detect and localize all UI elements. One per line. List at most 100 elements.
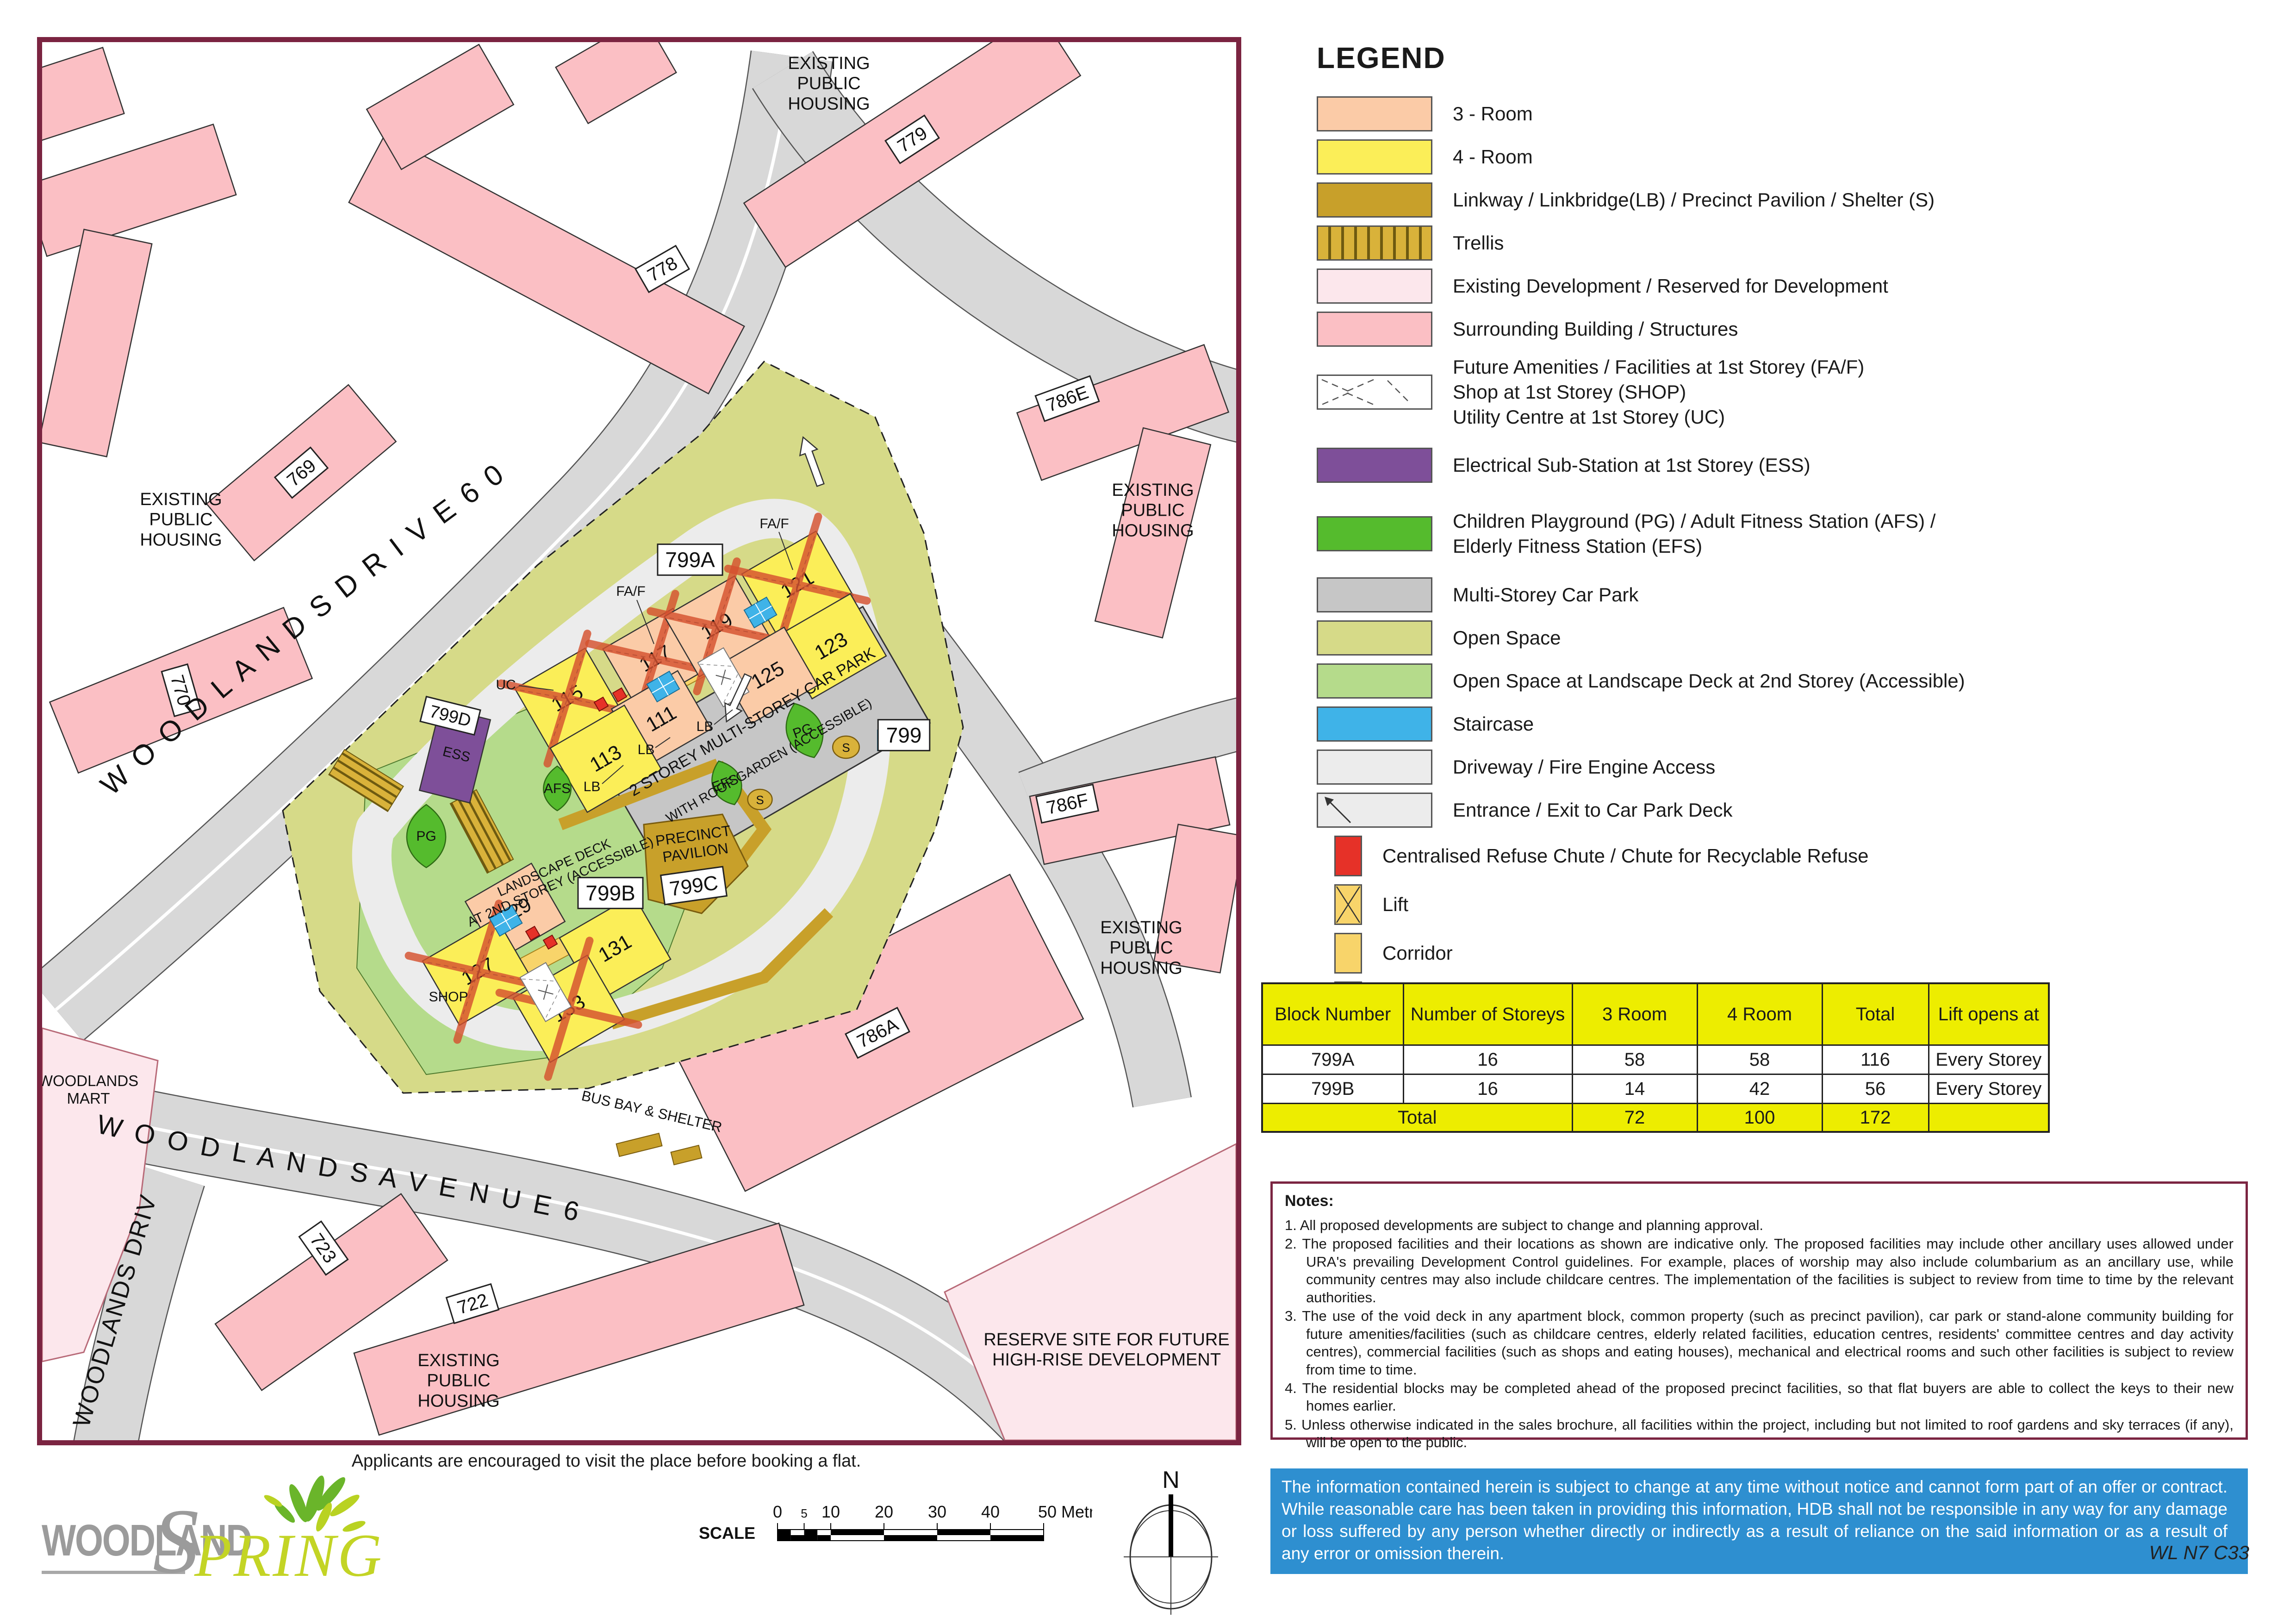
north-arrow-graphic: N [1124,1467,1218,1615]
logo-leaves-icon [264,1475,366,1532]
corridor-swatch-icon [1334,932,1362,974]
scale-tick-label: 10 [821,1502,840,1521]
table-cell: 14 [1571,1074,1698,1104]
legend-label: Electrical Sub-Station at 1st Storey (ES… [1453,454,1811,476]
scale-tick-label: 20 [875,1502,893,1521]
scale-tick-label: 30 [928,1502,946,1521]
legend-item-corridor: Corridor [1317,932,2270,974]
stack-113: 113 [549,704,662,813]
table-cell: 56 [1821,1074,1929,1104]
block-number-box: 799A [657,543,723,576]
leader-line [518,685,554,691]
legend-label: Linkway / Linkbridge(LB) / Precinct Pavi… [1453,189,1935,211]
leader-line [602,765,624,784]
area-label: UC [496,677,516,693]
woodlands-drive-61 [75,1167,204,1440]
table-cell: 58 [1696,1044,1823,1075]
table-cell: 116 [1821,1044,1929,1075]
area-label: LB [638,742,655,757]
table-cell: Every Storey [1928,1044,2050,1075]
legend-item-room4: 4 - Room [1317,139,2270,175]
pg-area [785,703,824,758]
scale-tick-label: 50 Metres [1038,1502,1092,1521]
logo-spring-text: PRING [194,1521,384,1589]
staircase [743,596,778,629]
building-786E [1016,344,1230,481]
legend-label: Staircase [1453,712,1534,735]
linkway [558,758,720,831]
pg-area [406,804,447,868]
legend-label: Trellis [1453,232,1504,254]
linkway [610,908,834,1030]
legend-label: Corridor [1382,942,1453,964]
block-number: 799A [665,548,715,572]
block-number-box: 770 [161,663,201,718]
table-header: 3 Room [1571,982,1698,1046]
openspace-swatch-icon [1317,620,1432,656]
note-item: 3. The use of the void deck in any apart… [1285,1308,2234,1378]
refuse-chute [525,925,541,941]
block-number-box: 799C [660,866,728,906]
refuse-chute [612,687,628,703]
leader-line [778,531,793,570]
legend-item-stair: Staircase [1317,706,2270,742]
building-block [42,123,237,257]
notes-box: Notes: 1. All proposed developments are … [1270,1181,2248,1450]
green-swatch-icon [1317,516,1432,551]
refuse-chute [593,696,609,712]
stack-125: 125 [717,626,819,725]
site-plan-map: 115117119121123125111113129131127133PGAF… [37,37,1241,1445]
building-block [42,229,153,457]
staircase [646,670,680,703]
legend-item-linkway: Linkway / Linkbridge(LB) / Precinct Pavi… [1317,182,2270,218]
table-total-cell: 172 [1821,1103,1929,1133]
building-block [555,42,677,125]
legend-item-existingdev: Existing Development / Reserved for Deve… [1317,269,2270,304]
block-number-box: 779 [884,114,940,164]
legend-item-lift: Lift [1317,884,2270,925]
pg-label: PG [416,829,436,844]
legend-item-surrounding: Surrounding Building / Structures [1317,312,2270,347]
disclaimer-box: The information contained herein is subj… [1270,1468,2248,1574]
legend-label: Multi-Storey Car Park [1453,583,1639,606]
scale-tick-label: 40 [981,1502,1000,1521]
leader-line [655,737,671,748]
legend-item-entrance: Entrance / Exit to Car Park Deck [1317,792,2270,828]
afs-label: AFS [544,781,571,796]
linkway-swatch-icon [1317,182,1432,218]
building-block [366,44,515,170]
block-number-box: 799D [419,695,481,736]
logo-underline [42,1571,185,1574]
table-header: Total [1821,982,1929,1046]
block-number: 799 [886,723,922,747]
service-bay [519,962,572,1022]
legend-label: Future Amenities / Facilities at 1st Sto… [1453,356,1865,428]
room4-swatch-icon [1317,139,1432,175]
legend-label: Entrance / Exit to Car Park Deck [1453,799,1733,821]
table-cell: Every Storey [1928,1074,2050,1104]
block-number-box: 799B [577,877,644,909]
bus-shelter [616,1132,663,1157]
building-778 [348,134,745,395]
north-label: N [1162,1467,1180,1493]
legend-item-openspace: Open Space [1317,620,2270,656]
table-header: Block Number [1261,982,1404,1046]
legend-item-driveway: Driveway / Fire Engine Access [1317,749,2270,785]
legend-item-chute: Centralised Refuse Chute / Chute for Rec… [1317,835,2270,876]
legend-item-ess: Electrical Sub-Station at 1st Storey (ES… [1317,448,2270,483]
table-total-cell: 100 [1696,1103,1823,1133]
building-786F [1029,756,1231,865]
s-label: S [842,741,850,755]
building-block [42,47,125,149]
existingdev-swatch-icon [1317,269,1432,304]
scale-tick-label: 0 [773,1502,782,1521]
area-label: FA/F [616,584,645,599]
table-cell: 799A [1261,1044,1404,1075]
driveway-swatch-icon [1317,749,1432,785]
